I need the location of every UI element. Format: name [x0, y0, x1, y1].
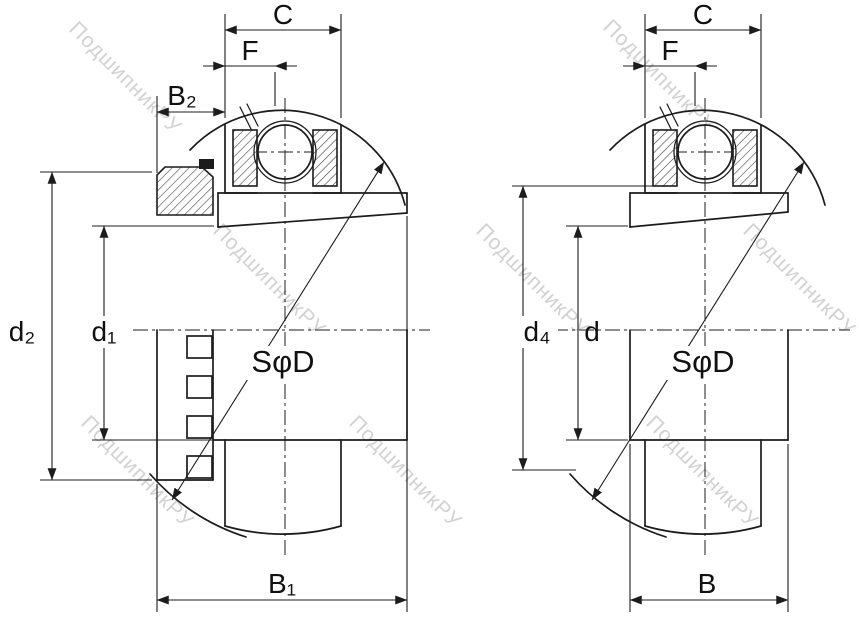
seal-section-left [652, 129, 678, 187]
label-mask [518, 316, 558, 348]
label-f: F [241, 35, 258, 66]
label-d2: d₂ [9, 316, 35, 347]
seal-section-right [312, 129, 338, 187]
label-d4: d₄ [523, 316, 550, 347]
left-view: C F B₂ d₂ d₁ SφD B₁ [9, 0, 430, 612]
outer-raceway-arc [673, 120, 737, 153]
outer-raceway-arc [253, 120, 317, 153]
locknut-notch [186, 375, 213, 399]
locknut-section [156, 166, 214, 216]
label-d1: d₁ [91, 316, 116, 347]
lube-hole-line [659, 106, 672, 130]
dim-line-sphere-dia [171, 161, 385, 501]
label-b2: B₂ [167, 80, 197, 111]
locknut-notch [186, 455, 213, 479]
lube-hole-line [246, 103, 259, 127]
label-b1: B₁ [268, 568, 296, 599]
sphere-arc-bottom [224, 525, 342, 535]
watermark: ПодшипникРУ [76, 411, 198, 533]
seal-section-right [732, 129, 758, 187]
watermark: ПодшипникРУ [641, 411, 763, 533]
dim-line-sphere-dia [591, 161, 805, 501]
watermark: ПодшипникРУ [344, 411, 466, 533]
label-sphere-dia: SφD [251, 344, 314, 379]
label-mask [88, 316, 122, 348]
label-d: d [584, 316, 600, 347]
seal-section-left [232, 129, 258, 187]
locknut-notch [186, 415, 213, 439]
sphere-arc-top [609, 109, 826, 206]
label-mask [236, 346, 330, 380]
watermark: ПодшипникРУ [64, 17, 186, 139]
label-mask [656, 346, 750, 380]
lockwasher-tab [199, 159, 214, 169]
taper-bore-line [217, 212, 408, 228]
label-c: C [273, 0, 293, 30]
sphere-arc-bottom [644, 525, 762, 535]
label-f: F [661, 35, 678, 66]
label-c: C [693, 0, 713, 30]
lube-hole-line [239, 106, 252, 130]
lube-hole-line [666, 103, 679, 127]
label-b: B [698, 568, 717, 599]
sphere-arc-top [189, 109, 406, 206]
locknut-notch [186, 335, 213, 359]
watermark: ПодшипникРУ [208, 219, 330, 341]
right-view: C F d₄ d SφD B [512, 0, 850, 612]
label-sphere-dia: SφD [671, 344, 734, 379]
sphere-arc-lower-left [569, 473, 667, 538]
sphere-arc-lower-left [149, 473, 247, 538]
